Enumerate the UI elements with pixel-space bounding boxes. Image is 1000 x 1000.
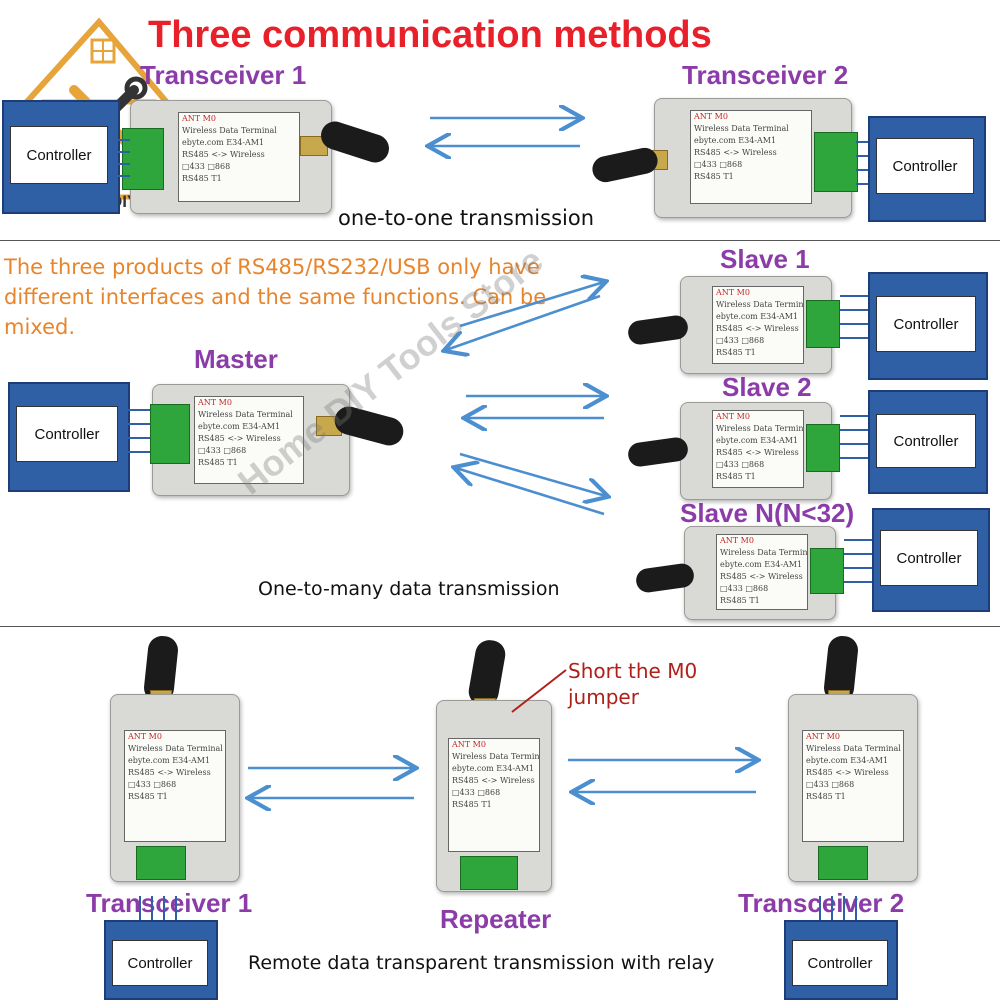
plate-ant-m0: ANT M0 <box>182 114 216 123</box>
plate-ant-m0: ANT M0 <box>716 288 750 297</box>
terminal-block <box>150 404 190 464</box>
plate-ant-m0: ANT M0 <box>694 112 728 121</box>
plate-line: Wireless Data Terminal <box>452 752 539 761</box>
device-label-plate: ANT M0 Wireless Data Terminal ebyte.com E3… <box>802 730 904 842</box>
plate-ant-m0: ANT M0 <box>452 740 486 749</box>
plate-options: □433 □868 <box>128 780 177 789</box>
plate-line: RS485 <-> Wireless <box>182 150 265 159</box>
section2-caption: One-to-many data transmission <box>258 578 560 600</box>
controller-label: Controller <box>10 126 108 184</box>
master-label: Master <box>194 344 278 374</box>
section3-caption: Remote data transparent transmission wit… <box>248 952 715 974</box>
controller-label: Controller <box>876 138 974 194</box>
plate-ant-m0: ANT M0 <box>716 412 750 421</box>
plate-line: RS485 <-> Wireless <box>716 324 799 333</box>
section-divider <box>0 240 1000 241</box>
slave2-label: Slave 2 <box>722 372 812 402</box>
jumper-note: Short the M0 jumper <box>568 659 698 709</box>
section-divider <box>0 626 1000 627</box>
plate-options: □433 □868 <box>716 336 765 345</box>
plate-options: □433 □868 <box>452 788 501 797</box>
plate-ant-m0: ANT M0 <box>806 732 840 741</box>
plate-ant-m0: ANT M0 <box>198 398 232 407</box>
plate-line: RS485 T1 <box>198 458 238 467</box>
repeater-label: Repeater <box>440 904 552 934</box>
plate-line: RS485 T1 <box>182 174 222 183</box>
plate-line: Wireless Data Terminal <box>694 124 789 133</box>
section1-caption: one-to-one transmission <box>338 206 594 230</box>
section3-transceiver1-label: Transceiver 1 <box>86 888 253 918</box>
plate-line: Wireless Data Terminal <box>182 126 277 135</box>
plate-line: ebyte.com E34-AM1 <box>198 422 281 431</box>
plate-line: Wireless Data Terminal <box>716 300 803 309</box>
plate-line: RS485 T1 <box>720 596 760 605</box>
controller-label: Controller <box>876 296 976 352</box>
controller-label: Controller <box>792 940 888 986</box>
plate-line: ebyte.com E34-AM1 <box>720 560 803 569</box>
slave1-label: Slave 1 <box>720 244 810 274</box>
plate-options: □433 □868 <box>182 162 231 171</box>
terminal-block <box>810 548 844 594</box>
plate-line: ebyte.com E34-AM1 <box>452 764 535 773</box>
page-title: Three communication methods <box>148 14 712 56</box>
plate-line: RS485 <-> Wireless <box>128 768 211 777</box>
plate-line: RS485 T1 <box>716 348 756 357</box>
plate-line: RS485 <-> Wireless <box>720 572 803 581</box>
terminal-block <box>460 856 518 890</box>
controller-label: Controller <box>876 414 976 468</box>
terminal-block <box>814 132 858 192</box>
terminal-block <box>136 846 186 880</box>
section1-transceiver2-label: Transceiver 2 <box>682 60 849 90</box>
plate-line: ebyte.com E34-AM1 <box>806 756 889 765</box>
controller-label: Controller <box>16 406 118 462</box>
plate-options: □433 □868 <box>806 780 855 789</box>
terminal-block <box>806 300 840 348</box>
controller-label: Controller <box>880 530 978 586</box>
device-label-plate: ANT M0 Wireless Data Terminal ebyte.com E3… <box>448 738 540 852</box>
device-label-plate: ANT M0 Wireless Data Terminal ebyte.com E3… <box>194 396 304 484</box>
plate-line: ebyte.com E34-AM1 <box>716 312 799 321</box>
plate-line: Wireless Data Terminal <box>198 410 293 419</box>
section3-transceiver2-label: Transceiver 2 <box>738 888 905 918</box>
plate-line: RS485 <-> Wireless <box>694 148 777 157</box>
plate-line: RS485 T1 <box>716 472 756 481</box>
plate-line: RS485 <-> Wireless <box>806 768 889 777</box>
plate-line: Wireless Data Terminal <box>720 548 807 557</box>
plate-line: RS485 T1 <box>694 172 734 181</box>
plate-line: ebyte.com E34-AM1 <box>182 138 265 147</box>
antenna <box>590 145 660 185</box>
plate-line: RS485 <-> Wireless <box>198 434 281 443</box>
plate-options: □433 □868 <box>198 446 247 455</box>
plate-line: ebyte.com E34-AM1 <box>128 756 211 765</box>
plate-ant-m0: ANT M0 <box>720 536 754 545</box>
plate-ant-m0: ANT M0 <box>128 732 162 741</box>
terminal-block <box>818 846 868 880</box>
plate-options: □433 □868 <box>720 584 769 593</box>
device-label-plate: ANT M0 Wireless Data Terminal ebyte.com E3… <box>712 410 804 488</box>
plate-line: ebyte.com E34-AM1 <box>694 136 777 145</box>
plate-line: ebyte.com E34-AM1 <box>716 436 799 445</box>
device-label-plate: ANT M0 Wireless Data Terminal ebyte.com E3… <box>178 112 300 202</box>
terminal-block <box>806 424 840 472</box>
slaveN-label: Slave N(N<32) <box>680 498 855 528</box>
plate-line: RS485 <-> Wireless <box>452 776 535 785</box>
terminal-block <box>122 128 164 190</box>
plate-line: RS485 T1 <box>128 792 168 801</box>
section1-transceiver1-label: Transceiver 1 <box>140 60 307 90</box>
plate-line: Wireless Data Terminal <box>128 744 223 753</box>
controller-label: Controller <box>112 940 208 986</box>
plate-line: RS485 T1 <box>806 792 846 801</box>
device-label-plate: ANT M0 Wireless Data Terminal ebyte.com E3… <box>712 286 804 364</box>
device-label-plate: ANT M0 Wireless Data Terminal ebyte.com E3… <box>690 110 812 204</box>
plate-line: Wireless Data Terminal <box>806 744 901 753</box>
plate-line: RS485 T1 <box>452 800 492 809</box>
plate-line: Wireless Data Terminal <box>716 424 803 433</box>
device-label-plate: ANT M0 Wireless Data Terminal ebyte.com E3… <box>124 730 226 842</box>
plate-line: RS485 <-> Wireless <box>716 448 799 457</box>
plate-options: □433 □868 <box>694 160 743 169</box>
plate-options: □433 □868 <box>716 460 765 469</box>
products-note: The three products of RS485/RS232/USB on… <box>4 255 547 339</box>
device-label-plate: ANT M0 Wireless Data Terminal ebyte.com E3… <box>716 534 808 610</box>
